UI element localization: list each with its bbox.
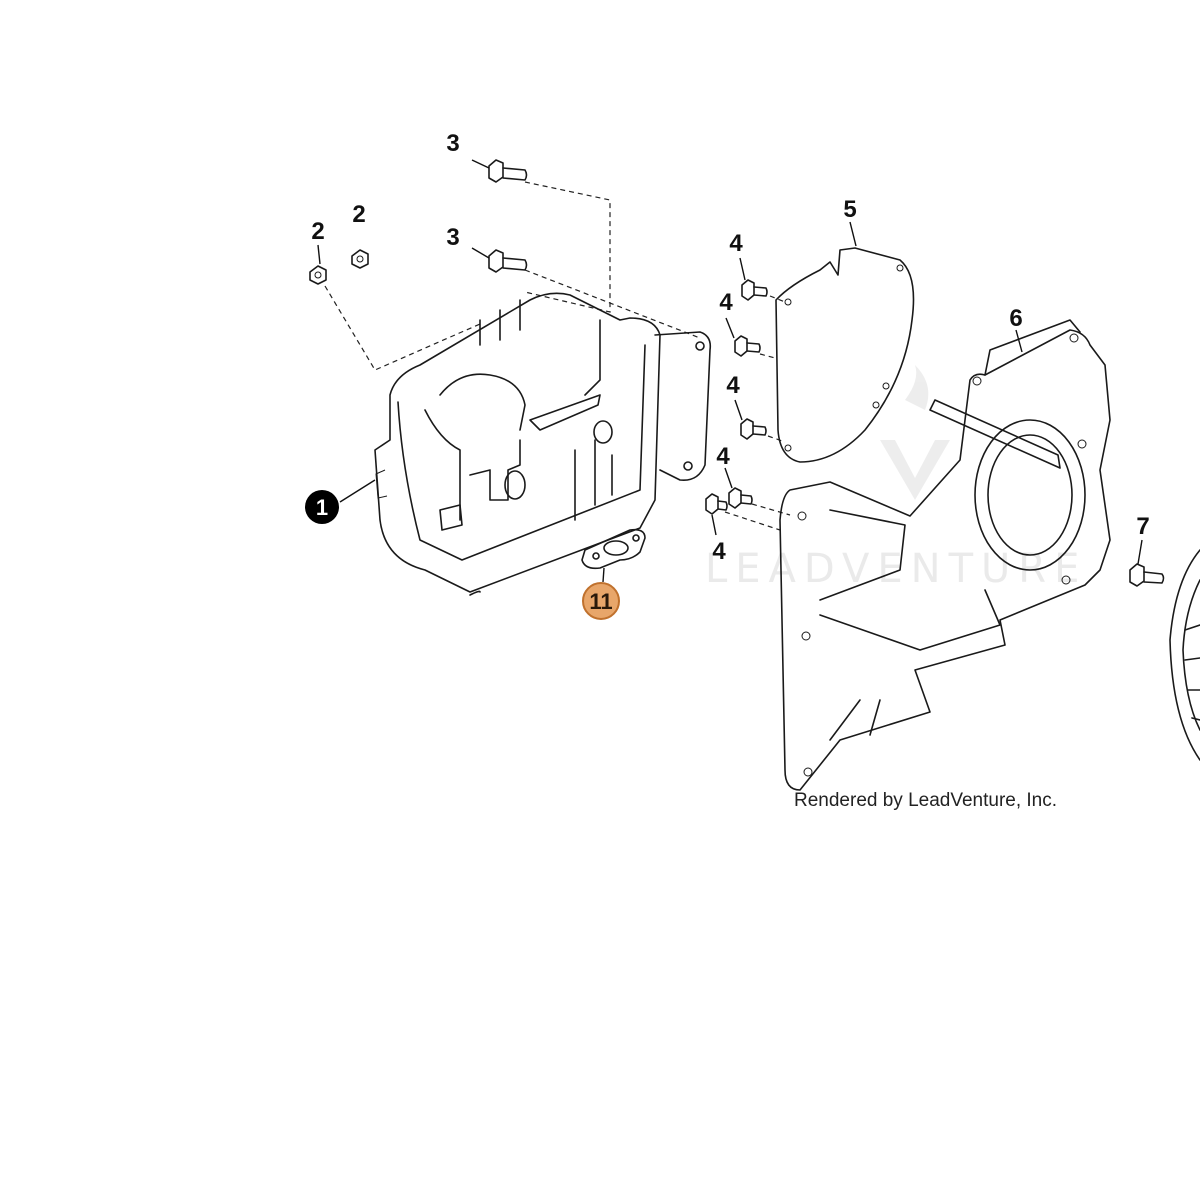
nut-part-1 — [309, 265, 327, 285]
watermark-text: LEADVENTURE — [705, 546, 1087, 592]
callout-2b[interactable]: 2 — [352, 201, 365, 228]
callout-7[interactable]: 7 — [1136, 513, 1149, 540]
gasket-part — [581, 528, 646, 570]
callout-3b[interactable]: 3 — [446, 224, 459, 251]
callout-4b[interactable]: 4 — [719, 289, 733, 316]
screw-part-5 — [705, 493, 728, 515]
render-credit: Rendered by LeadVenture, Inc. — [794, 790, 1057, 811]
nut-part-2 — [351, 249, 369, 269]
callout-5[interactable]: 5 — [843, 196, 856, 223]
callout-1-badge — [305, 490, 339, 524]
callout-lines — [317, 159, 1143, 583]
fan-part-partial — [1169, 549, 1200, 761]
callout-11-badge — [582, 582, 620, 620]
callout-3a[interactable]: 3 — [446, 130, 459, 157]
fan-bolt-part — [1129, 563, 1165, 587]
bolt-part-1 — [488, 159, 528, 183]
leader-lines — [324, 181, 791, 531]
callout-4d[interactable]: 4 — [716, 443, 730, 470]
callout-4a[interactable]: 4 — [729, 230, 743, 257]
blower-housing-part — [779, 319, 1111, 791]
screw-part-3 — [740, 418, 767, 440]
muffler-part — [374, 292, 712, 596]
callout-1-label: 1 — [316, 495, 328, 520]
callout-11-label: 11 — [589, 589, 612, 614]
screw-part-4 — [728, 487, 753, 509]
callout-6[interactable]: 6 — [1009, 305, 1022, 332]
callout-4e[interactable]: 4 — [712, 538, 726, 565]
callout-4c[interactable]: 4 — [726, 372, 740, 399]
bolt-part-2 — [488, 249, 528, 273]
callout-11[interactable]: 11 — [582, 582, 620, 620]
leadventure-watermark: LEADVENTURE — [705, 365, 1087, 592]
cover-plate-part — [775, 247, 915, 463]
screw-part-2 — [734, 335, 761, 357]
callout-2a[interactable]: 2 — [311, 218, 324, 245]
callout-1[interactable]: 1 — [305, 490, 339, 524]
screw-part-1 — [741, 279, 768, 301]
